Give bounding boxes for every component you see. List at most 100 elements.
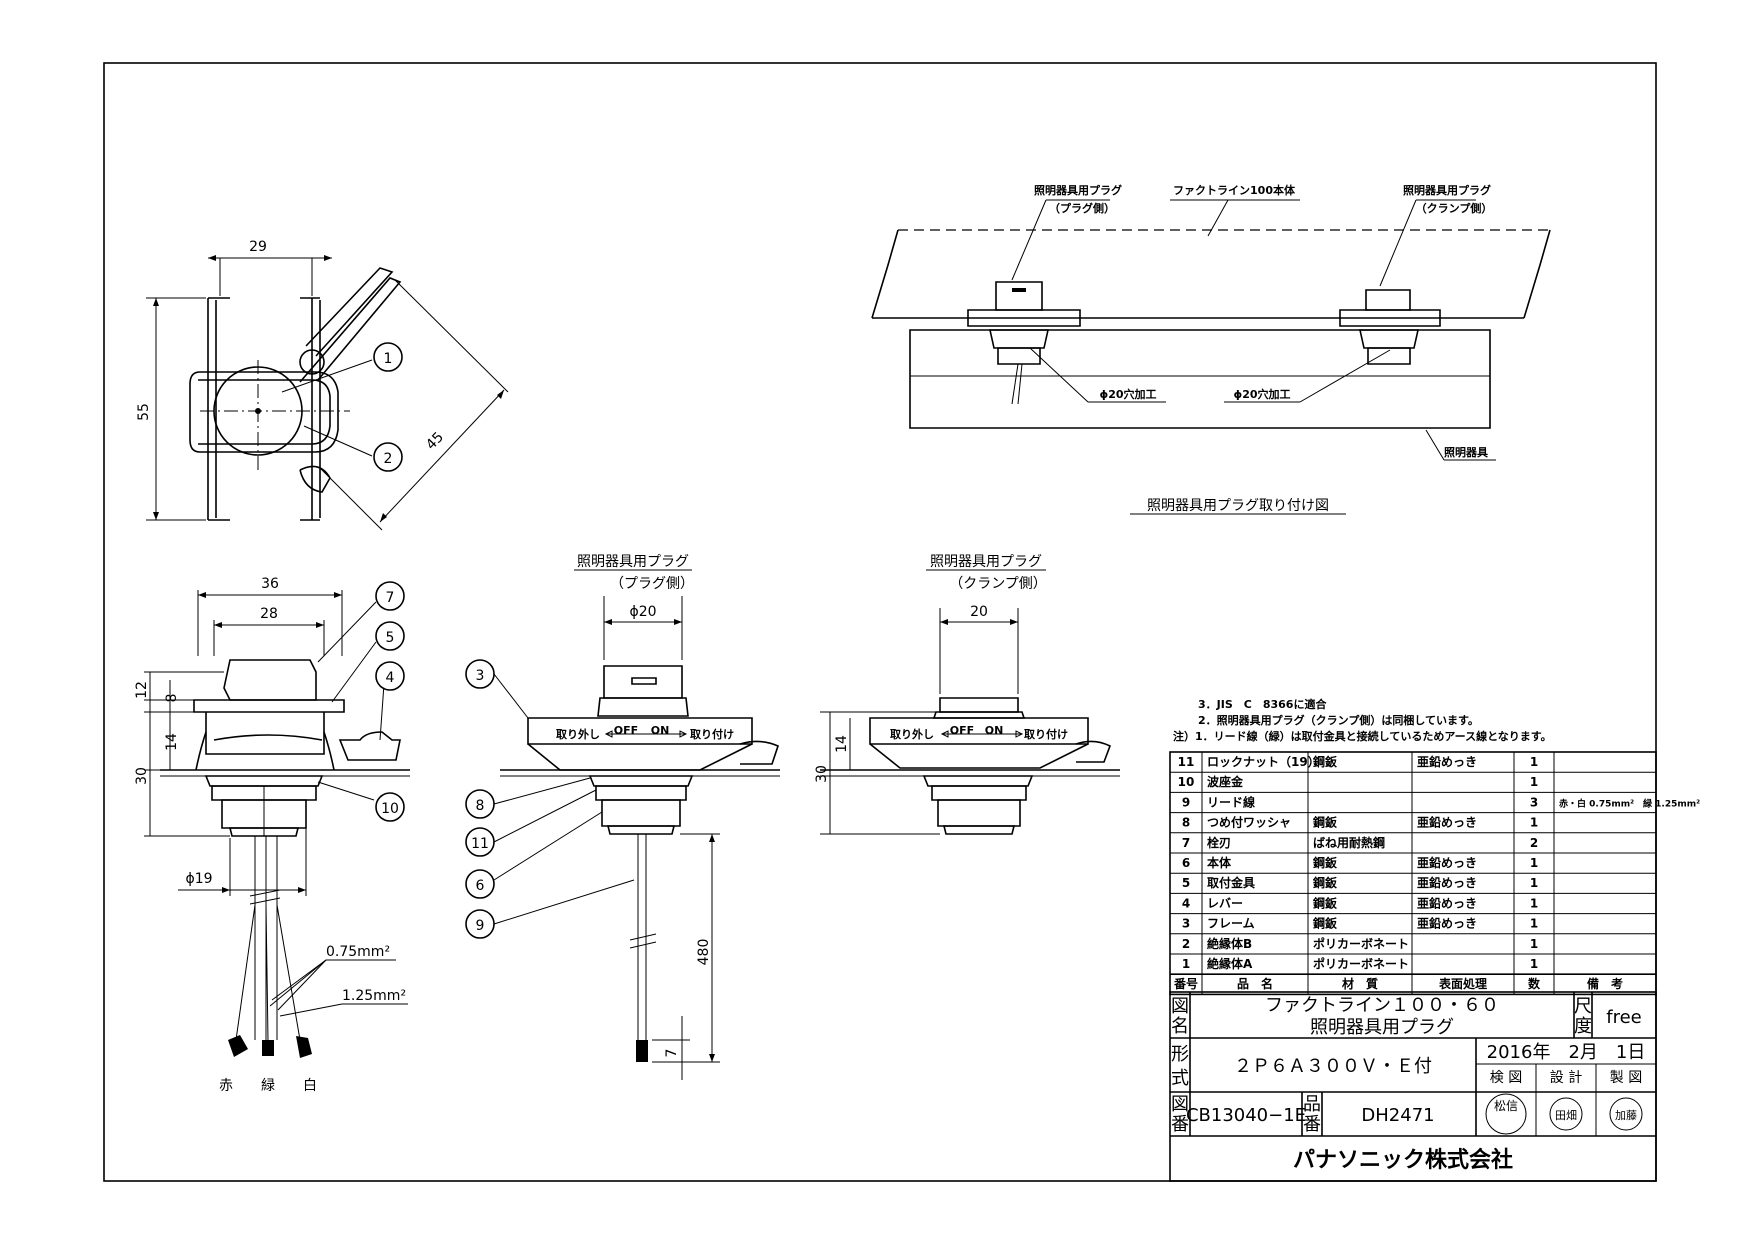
stamp-design: 田畑 <box>1549 1097 1583 1131</box>
side-view: 36 28 12 8 14 30 ϕ19 0.75mm² 1.25mm² 赤 緑 <box>134 576 410 1094</box>
dim-12: 12 <box>134 681 150 699</box>
sheet-border <box>103 62 1657 1182</box>
tb-type-label-1: 形 <box>1171 1044 1189 1065</box>
install-right-sub: （クランプ側） <box>1416 201 1493 215</box>
plug-lever-on: ON <box>651 724 670 737</box>
parts-cell: ばね用耐熱鋼 <box>1313 835 1385 850</box>
title-block: 図 名 ファクトライン１００・６０ 照明器具用プラグ 尺 度 free 形 式 … <box>1169 991 1657 1182</box>
note-1: 注）1．リード線（緑）は取付金具と接続しているためアース線となります。 <box>1173 729 1552 743</box>
balloon-11-label: 11 <box>471 836 489 852</box>
install-hole-right: ϕ20穴加工 <box>1233 387 1290 401</box>
tb-drawing-name-2: 照明器具用プラグ <box>1310 1017 1454 1038</box>
parts-cell: 2 <box>1530 836 1538 850</box>
wire-red-label: 赤 <box>219 1078 233 1094</box>
note-2: 2．照明器具用プラグ（クランプ側）は同梱しています。 <box>1198 713 1479 727</box>
company-name: パナソニック株式会社 <box>1293 1147 1513 1173</box>
parts-cell: 1 <box>1182 957 1190 971</box>
parts-cell: 亜鉛めっき <box>1417 916 1477 931</box>
balloon-2-label: 2 <box>384 451 393 467</box>
install-fixture-label: 照明器具 <box>1444 446 1488 459</box>
install-left-title: 照明器具用プラグ <box>1034 183 1122 197</box>
install-hole-left: ϕ20穴加工 <box>1099 387 1156 401</box>
parts-cell: 1 <box>1530 917 1538 931</box>
dim-480: 480 <box>696 939 712 966</box>
parts-header-cell: 材 質 <box>1341 976 1378 991</box>
stamp-draft: 加藤 <box>1609 1097 1643 1131</box>
parts-cell: 取付金具 <box>1207 875 1255 890</box>
note-3: 3．JIS C 8366に適合 <box>1198 697 1327 711</box>
tb-check-label: 検 図 <box>1490 1070 1522 1086</box>
balloon-11 <box>465 827 495 857</box>
parts-header-cell: 数 <box>1528 976 1541 991</box>
wire-green-label: 緑 <box>261 1078 275 1094</box>
tb-part-label-1: 品 <box>1303 1094 1321 1115</box>
tb-type: ２Ｐ６Ａ３００Ｖ・Ｅ付 <box>1234 1056 1432 1077</box>
parts-cell: 1 <box>1530 755 1538 769</box>
balloon-5 <box>375 621 405 651</box>
tb-drawing-name-1: ファクトライン１００・６０ <box>1265 995 1499 1016</box>
dim-30: 30 <box>134 767 150 785</box>
parts-cell: 鋼鈑 <box>1312 815 1337 830</box>
parts-header-cell: 備 考 <box>1587 976 1623 991</box>
balloon-7-label: 7 <box>386 590 395 606</box>
tb-date: 2016年 2月 1日 <box>1487 1042 1646 1063</box>
tb-name-label-2: 名 <box>1171 1016 1189 1037</box>
parts-cell: 鋼鈑 <box>1312 855 1337 870</box>
parts-cell: 亜鉛めっき <box>1417 875 1477 890</box>
parts-cell: 3 <box>1530 795 1538 809</box>
tb-scale: free <box>1606 1007 1642 1028</box>
balloon-2 <box>373 442 403 472</box>
parts-cell: 10 <box>1178 775 1195 789</box>
parts-cell: 11 <box>1178 755 1195 769</box>
stamp-draft-text: 加藤 <box>1615 1109 1637 1122</box>
wire-label-075: 0.75mm² <box>326 944 390 960</box>
parts-cell: ポリカーボネート <box>1313 936 1409 951</box>
parts-cell: レバー <box>1207 896 1243 910</box>
balloon-1-label: 1 <box>384 351 393 367</box>
clamp-side-view: 照明器具用プラグ （クランプ側） 20 取り外し OFF ON 取り付け 30 … <box>814 554 1120 835</box>
parts-cell: 7 <box>1182 836 1190 850</box>
parts-cell: 1 <box>1530 816 1538 830</box>
balloon-7 <box>375 581 405 611</box>
balloon-3 <box>465 659 495 689</box>
install-right-title: 照明器具用プラグ <box>1403 183 1491 197</box>
parts-cell: 亜鉛めっき <box>1417 855 1477 870</box>
clamp-lever-off: OFF <box>950 724 974 737</box>
stamp-check-text: 松信 <box>1494 1099 1518 1113</box>
dim-29: 29 <box>249 239 267 255</box>
clamp-view-title: 照明器具用プラグ <box>930 554 1042 570</box>
tb-part-no: DH2471 <box>1361 1105 1434 1126</box>
parts-cell: つめ付ワッシャ <box>1207 815 1291 830</box>
dim-55: 55 <box>136 403 152 421</box>
wire-white-label: 白 <box>303 1078 317 1094</box>
plug-view-title: 照明器具用プラグ <box>577 554 689 570</box>
balloon-9 <box>465 909 495 939</box>
parts-cell: 鋼鈑 <box>1312 875 1337 890</box>
dim-clamp-14: 14 <box>834 735 850 753</box>
parts-cell: 絶縁体A <box>1207 956 1253 971</box>
balloon-1 <box>373 342 403 372</box>
parts-cell: フレーム <box>1207 917 1255 931</box>
parts-cell: 6 <box>1182 856 1190 870</box>
parts-cell: 1 <box>1530 957 1538 971</box>
parts-cell: 波座金 <box>1207 774 1244 789</box>
balloon-6 <box>465 869 495 899</box>
tb-dwg-label-1: 図 <box>1171 1094 1189 1115</box>
wire-label-125: 1.25mm² <box>342 988 406 1004</box>
tb-dwg-no: CB13040−1E <box>1186 1105 1306 1126</box>
parts-cell: 亜鉛めっき <box>1417 754 1477 769</box>
balloon-10-label: 10 <box>381 801 399 817</box>
stamp-design-text: 田畑 <box>1555 1109 1577 1122</box>
parts-cell: 1 <box>1530 937 1538 951</box>
clamp-lever-on-label: 取り付け <box>1024 727 1068 741</box>
dim-phi19: ϕ19 <box>185 871 212 887</box>
balloon-4 <box>375 661 405 691</box>
plug-lever-on-label: 取り付け <box>690 727 734 741</box>
parts-cell: 亜鉛めっき <box>1417 815 1477 830</box>
dim-28: 28 <box>260 606 278 622</box>
tb-scale-label-2: 度 <box>1574 1016 1592 1037</box>
parts-cell: 5 <box>1182 876 1190 890</box>
parts-cell: 鋼鈑 <box>1312 754 1337 769</box>
balloon-4-label: 4 <box>386 670 395 686</box>
